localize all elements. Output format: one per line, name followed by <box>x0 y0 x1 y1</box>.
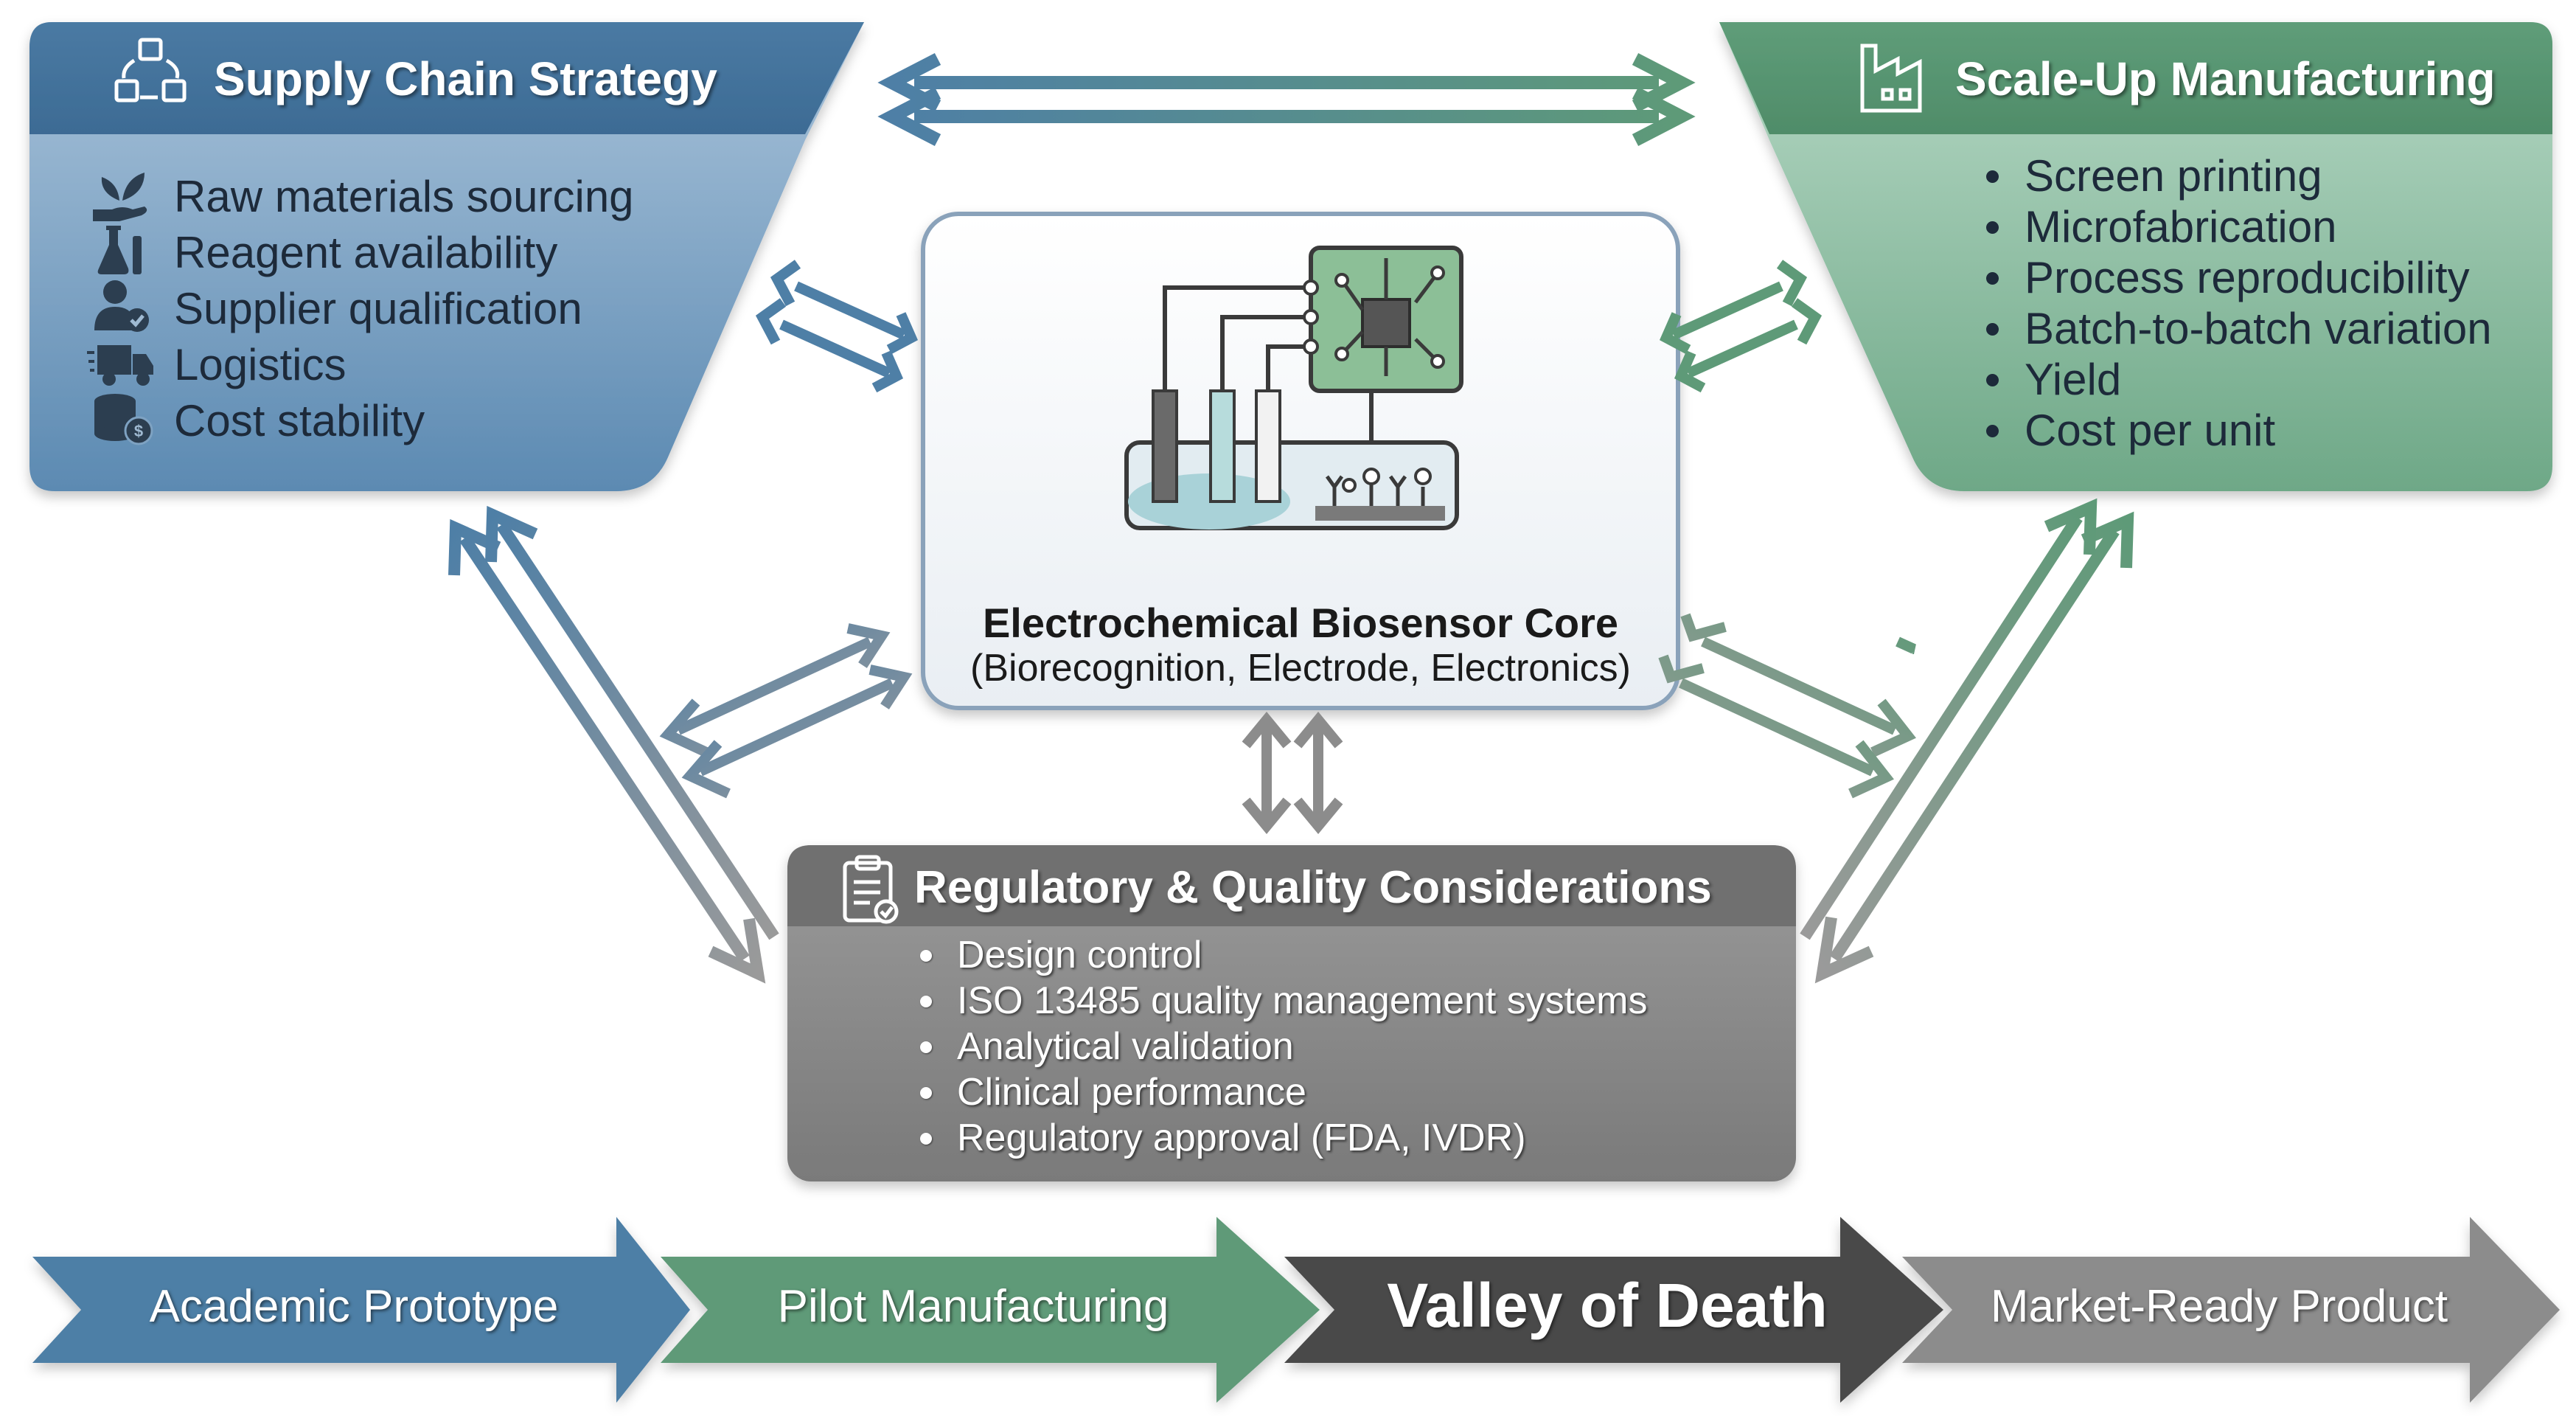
stage-academic-prototype: Academic Prototype <box>149 1281 559 1332</box>
scale-up-panel <box>1719 22 2552 491</box>
stage-valley-of-death: Valley of Death <box>1387 1271 1828 1340</box>
arrow-left-long <box>448 505 779 984</box>
core-title: Electrochemical Biosensor Core <box>982 600 1619 646</box>
regulatory-panel <box>787 845 1796 1181</box>
regulatory-item: Design control <box>916 932 1647 978</box>
regulatory-title: Regulatory & Quality Considerations <box>914 862 1712 913</box>
truck-icon <box>87 345 153 386</box>
scale-up-list: Screen printing Microfabrication Process… <box>1983 150 2492 456</box>
arrow-left-lower <box>659 623 913 799</box>
regulatory-item: Regulatory approval (FDA, IVDR) <box>916 1115 1647 1161</box>
scale-up-item: Screen printing <box>1983 150 2492 201</box>
biosensor-icon <box>1124 246 1463 530</box>
arrow-right-upper <box>1659 260 1823 393</box>
arrow-right-lower <box>1658 613 1916 799</box>
scale-up-title: Scale-Up Manufacturing <box>1955 52 2496 105</box>
scale-up-item: Process reproducibility <box>1983 252 2492 303</box>
scale-up-item: Microfabrication <box>1983 201 2492 252</box>
plant-hand-icon <box>93 173 147 221</box>
supply-chain-panel <box>29 22 864 491</box>
arrow-top-double <box>877 53 1696 146</box>
supply-item-supplier: Supplier qualification <box>174 284 582 333</box>
supply-chain-title: Supply Chain Strategy <box>214 52 717 105</box>
supply-item-logistics: Logistics <box>174 340 347 389</box>
core-subtitle: (Biorecognition, Electrode, Electronics) <box>970 647 1631 690</box>
boxes-cycle-icon <box>114 38 187 103</box>
chevron-pilot-manufacturing <box>661 1217 1320 1403</box>
person-check-icon <box>94 280 149 332</box>
clipboard-check-icon <box>843 855 899 924</box>
factory-icon <box>1860 44 1922 113</box>
scale-up-item: Cost per unit <box>1983 405 2492 456</box>
regulatory-item: ISO 13485 quality management systems <box>916 978 1647 1024</box>
chevron-market-ready <box>1902 1217 2560 1403</box>
stage-pilot-manufacturing: Pilot Manufacturing <box>777 1281 1169 1332</box>
arrow-right-long <box>1800 498 2134 984</box>
svg-text:$: $ <box>134 422 143 440</box>
chevron-academic-prototype <box>32 1217 690 1403</box>
regulatory-item: Clinical performance <box>916 1069 1647 1115</box>
supply-item-reagent: Reagent availability <box>174 228 558 277</box>
arrow-left-upper <box>755 260 919 393</box>
supply-item-cost: Cost stability <box>174 396 425 445</box>
flask-icon <box>97 226 142 274</box>
pipeline-chevrons <box>32 1217 2560 1403</box>
arrow-vertical-center <box>1242 711 1343 835</box>
chevron-valley-of-death <box>1284 1217 1943 1403</box>
coins-icon: $ <box>94 394 153 445</box>
scale-up-item: Batch-to-batch variation <box>1983 303 2492 354</box>
connector-arrows <box>448 53 2134 984</box>
supply-item-raw-materials: Raw materials sourcing <box>174 172 634 221</box>
stage-market-ready-product: Market-Ready Product <box>1990 1281 2448 1332</box>
scale-up-item: Yield <box>1983 354 2492 405</box>
regulatory-list: Design control ISO 13485 quality managem… <box>916 932 1647 1161</box>
regulatory-item: Analytical validation <box>916 1024 1647 1069</box>
